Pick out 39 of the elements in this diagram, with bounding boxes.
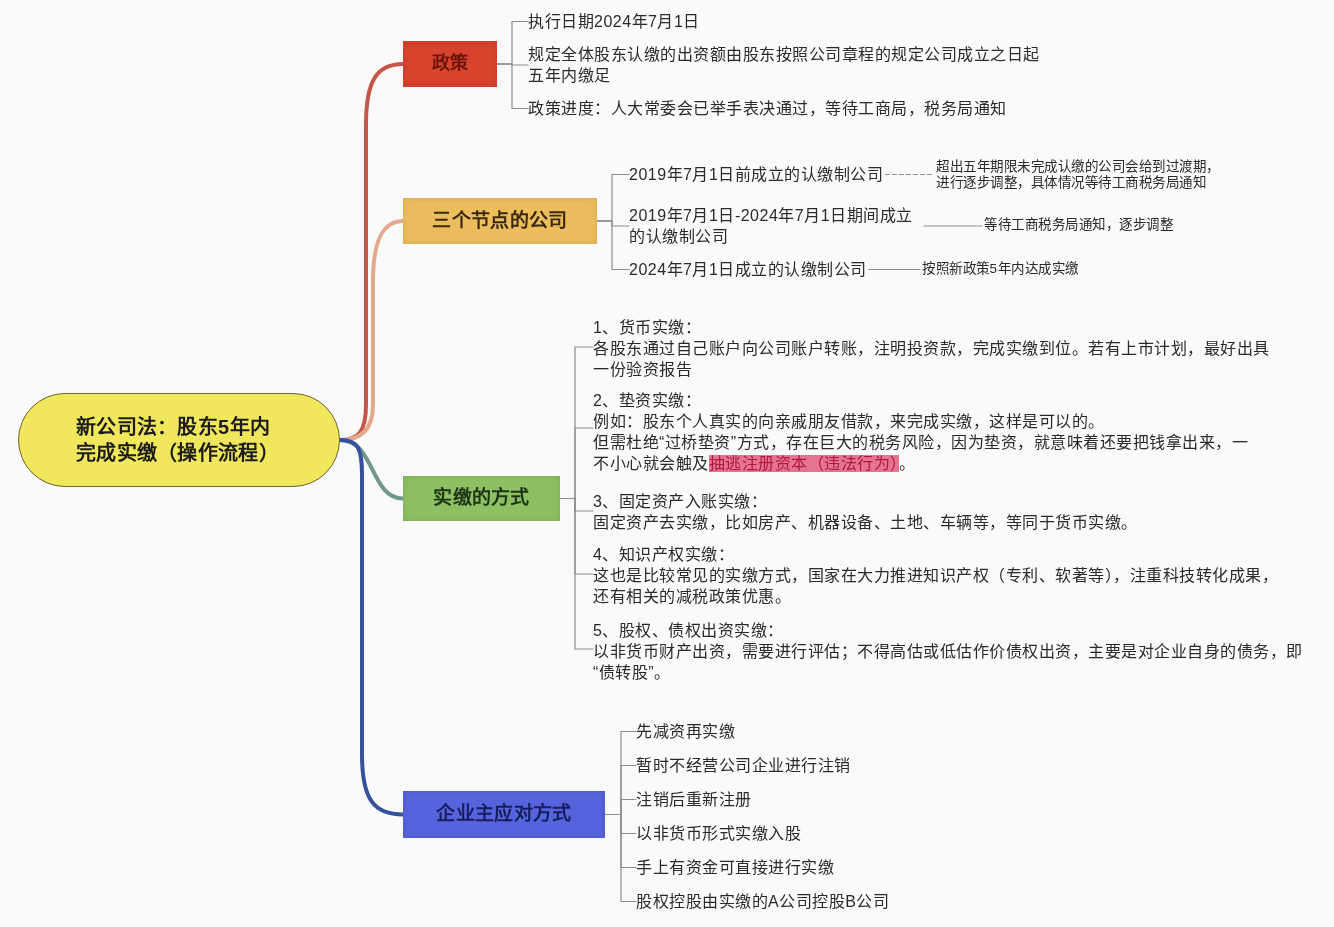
topic-box: 企业主应对方式 (403, 791, 605, 838)
item-text: 固定资产去实缴，比如房产、机器设备、土地、车辆等，等同于货币实缴。 (593, 513, 1138, 533)
subtopic-text: 等待工商税务局通知，逐步调整 (984, 217, 1173, 233)
item-text: 各股东通过自己账户向公司账户转账，注明投资款，完成实缴到位。若有上市计划，最好出具一份验资报告 (593, 339, 1271, 380)
subtopic-text: 政策进度：人大常委会已举手表决通过，等待工商局，税务局通知 (528, 98, 1007, 119)
subtopic-text: 按照新政策5年内达成实缴 (922, 261, 1079, 277)
topic-box: 三个节点的公司 (403, 198, 597, 244)
item-text: 但需杜绝“过桥垫资”方式，存在巨大的税务风险，因为垫资，就意味着还要把钱拿出来，一不小心就会触及抽逃注册资本（违法行为）。 (593, 433, 1250, 474)
subtopic-text: 手上有资金可直接进行实缴 (636, 857, 834, 878)
connector-line (604, 813, 637, 903)
subtopic-text: 暂时不经营公司企业进行注销 (636, 755, 851, 776)
connector-line (559, 497, 594, 650)
subtopic-text: 以非货币形式实缴入股 (636, 823, 801, 844)
subtopic-text: 2024年7月1日成立的认缴制公司 (629, 259, 867, 280)
item-text: 这也是比较常见的实缴方式，国家在大力推进知识产权（专利、软著等），注重科技转化成果，还有相关的减税政策优惠。 (593, 566, 1279, 607)
connector-line (496, 63, 529, 110)
item-text: 例如：股东个人真实的向亲戚朋友借款，来完成实缴，这样是可以的。 (593, 412, 1105, 432)
topic-box: 实缴的方式 (403, 476, 560, 521)
connector-line (923, 225, 983, 227)
connector-line (596, 220, 630, 271)
subtopic-text: 规定全体股东认缴的出资额由股东按照公司章程的规定公司成立之日起五年内缴足 (528, 44, 1049, 86)
subtopic-text: 先减资再实缴 (636, 721, 735, 742)
topic-box: 政策 (403, 41, 497, 87)
item-heading: 4、知识产权实缴： (593, 545, 735, 565)
connector-line (868, 268, 921, 271)
subtopic-text: 注销后重新注册 (636, 789, 752, 810)
item-heading: 5、股权、债权出资实缴： (593, 621, 784, 641)
central-topic: 新公司法：股东5年内完成实缴（操作流程） (18, 393, 340, 487)
subtopic-text: 2019年7月1日前成立的认缴制公司 (629, 164, 884, 185)
branch-curve (338, 438, 405, 817)
item-heading: 1、货币实缴： (593, 318, 702, 338)
subtopic-text: 超出五年期限未完成认缴的公司会给到过渡期，进行逐步调整，具体情况等待工商税务局通知 (936, 159, 1227, 191)
item-text: 以非货币财产出资，需要进行评估；不得高估或低估作价债权出资，主要是对企业自身的债务，即“债转股”。 (593, 642, 1304, 683)
item-heading: 3、固定资产入账实缴： (593, 492, 768, 512)
connector-line (884, 173, 935, 176)
item-heading: 2、垫资实缴： (593, 391, 702, 411)
subtopic-text: 2019年7月1日-2024年7月1日期间成立的认缴制公司 (629, 205, 922, 247)
subtopic-text: 执行日期2024年7月1日 (528, 11, 700, 32)
subtopic-text: 股权控股由实缴的A公司控股B公司 (636, 891, 890, 912)
